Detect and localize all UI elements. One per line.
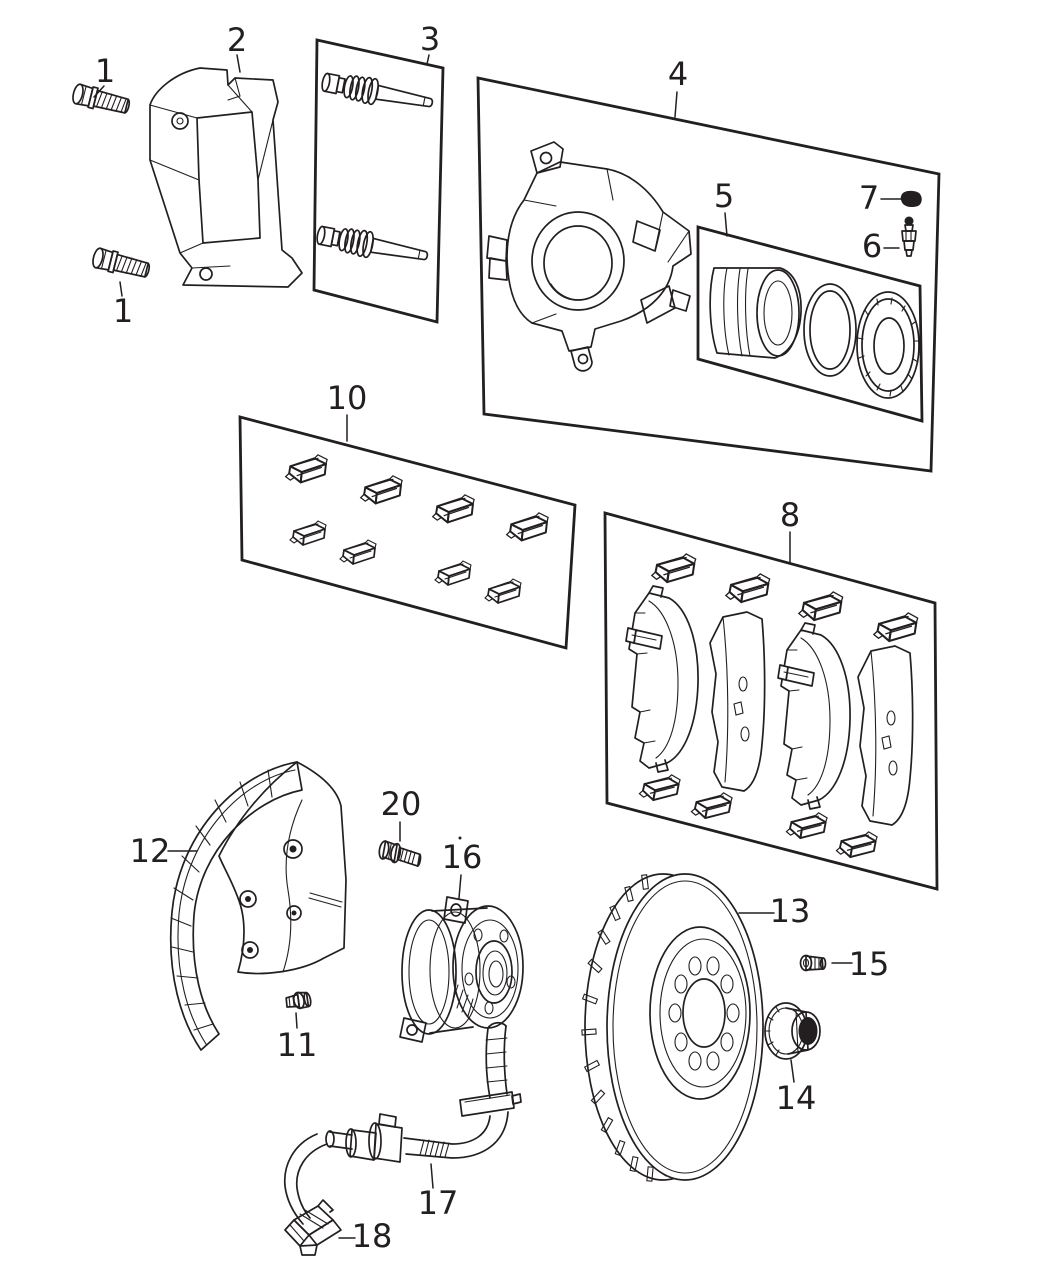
- caliper: [486, 141, 692, 372]
- callout-6: 6: [862, 227, 900, 265]
- brake-pad-4: [857, 645, 914, 826]
- rotor-set-screw: [799, 954, 827, 972]
- callout-1-upper: 1: [93, 52, 115, 98]
- adapter-bolt-lower: [90, 245, 153, 282]
- piston-seal: [803, 283, 857, 377]
- callout-label: 18: [352, 1217, 393, 1255]
- callout-label: 13: [770, 892, 811, 930]
- brake-rotor: [581, 873, 764, 1182]
- callout-label: 6: [862, 227, 882, 265]
- callout-13: 13: [738, 892, 811, 930]
- callout-15: 15: [831, 945, 890, 983]
- piston-dust-boot: [856, 291, 920, 399]
- caliper-piston: [709, 267, 802, 359]
- bleeder-cap: [900, 190, 922, 208]
- callout-2: 2: [227, 21, 247, 73]
- brake-hose: [283, 1022, 522, 1225]
- callout-label: 8: [780, 496, 800, 534]
- callout-8: 8: [780, 496, 800, 564]
- guide-pin-kit-box: [312, 38, 445, 324]
- callout-12: 12: [130, 832, 198, 870]
- callout-label: 14: [776, 1079, 817, 1117]
- abs-sensor-connector: [284, 1199, 342, 1256]
- piston-seal-kit-box: [696, 225, 924, 423]
- callout-label: 3: [420, 20, 440, 58]
- callout-16: 16: [442, 838, 483, 899]
- splash-shield: [169, 761, 347, 1051]
- callout-label: 20: [381, 785, 422, 823]
- callout-label: 17: [418, 1184, 459, 1222]
- callout-label: 4: [668, 55, 688, 93]
- hub-nut: [764, 1002, 821, 1060]
- callout-20: 20: [381, 785, 422, 842]
- callout-11: 11: [277, 1012, 318, 1064]
- hub-bolt: [378, 840, 422, 867]
- guide-pin-2: [314, 221, 431, 270]
- hub-and-bearing: [399, 836, 524, 1043]
- callout-label: 1: [113, 292, 133, 330]
- bleeder-screw: [901, 216, 917, 257]
- callout-label: 1: [95, 52, 115, 90]
- guide-pin-1: [319, 68, 436, 117]
- callout-label: 10: [327, 379, 368, 417]
- callout-label: 12: [130, 832, 171, 870]
- callout-label: 7: [859, 179, 879, 217]
- caliper-adapter-bracket: [149, 67, 303, 288]
- callout-label: 15: [849, 945, 890, 983]
- brake-pad-1: [625, 585, 699, 773]
- hardware-clip-set: [284, 453, 550, 604]
- pad-hardware-kit-box: [238, 415, 577, 650]
- callout-18: 18: [338, 1217, 393, 1255]
- callout-label: 5: [714, 177, 734, 215]
- callout-label: 2: [227, 21, 247, 59]
- brake-pad-kit: [625, 551, 919, 860]
- shield-screw: [285, 991, 312, 1010]
- callout-label: 16: [442, 838, 483, 876]
- brake-pad-3: [777, 622, 851, 810]
- callout-1-lower: 1: [113, 281, 133, 330]
- brake-pad-kit-box: [603, 511, 939, 891]
- brake-pad-2: [709, 611, 766, 792]
- caliper-assembly-box: [476, 76, 941, 473]
- callout-14: 14: [776, 1059, 817, 1117]
- callout-10: 10: [327, 379, 368, 442]
- callout-5: 5: [714, 177, 734, 237]
- callout-17: 17: [418, 1163, 459, 1222]
- callout-label: 11: [277, 1026, 318, 1064]
- callout-4: 4: [668, 55, 688, 118]
- callout-3: 3: [420, 20, 440, 65]
- callout-7: 7: [859, 179, 902, 217]
